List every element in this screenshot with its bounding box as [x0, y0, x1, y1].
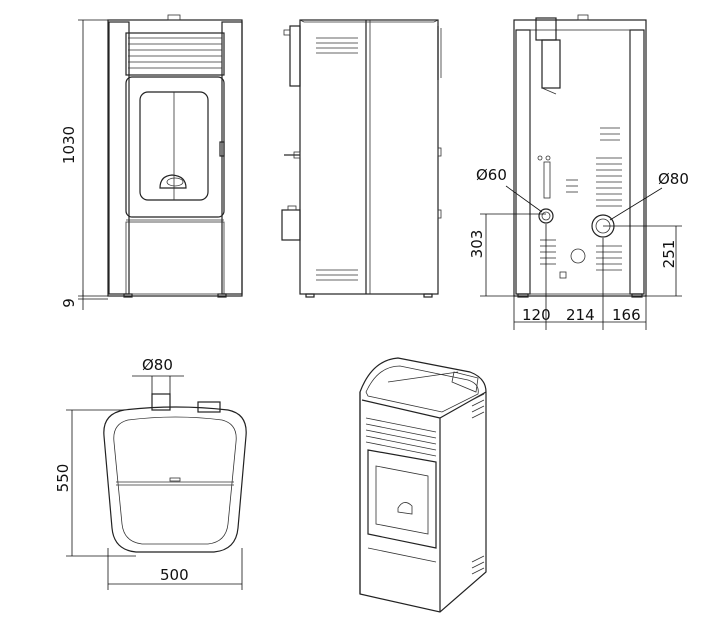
top-view: [103, 393, 247, 553]
dim-width: 500: [107, 548, 243, 590]
label-height-total: 1030: [60, 126, 78, 164]
dim-flue-height: 303: [468, 213, 546, 297]
label-outlet-height: 251: [660, 240, 678, 269]
dim-outlet-height: 251: [603, 225, 682, 297]
dim-foot-height: 9: [60, 290, 108, 310]
label-foot-height: 9: [60, 298, 78, 308]
dim-top-flue: Ø80: [132, 356, 184, 394]
label-left-offset: 120: [522, 306, 551, 324]
side-view: [281, 19, 442, 298]
front-view: [107, 14, 243, 298]
dim-depth: 550: [54, 409, 136, 557]
dim-height-total: 1030: [60, 19, 108, 297]
label-depth: 550: [54, 464, 72, 493]
back-view: [513, 14, 647, 298]
label-flue-diameter: Ø60: [476, 166, 507, 184]
isometric-view: [359, 357, 487, 613]
label-center-spacing: 214: [566, 306, 595, 324]
dim-horizontal-offsets: 120 214 166: [513, 224, 647, 330]
dim-flue-diameter: Ø60: [476, 166, 543, 213]
label-right-offset: 166: [612, 306, 641, 324]
label-flue-height: 303: [468, 230, 486, 259]
label-width: 500: [160, 566, 189, 584]
label-outlet-diameter: Ø80: [658, 170, 689, 188]
dim-outlet-diameter: Ø80: [609, 170, 689, 221]
label-top-flue-diameter: Ø80: [142, 356, 173, 374]
